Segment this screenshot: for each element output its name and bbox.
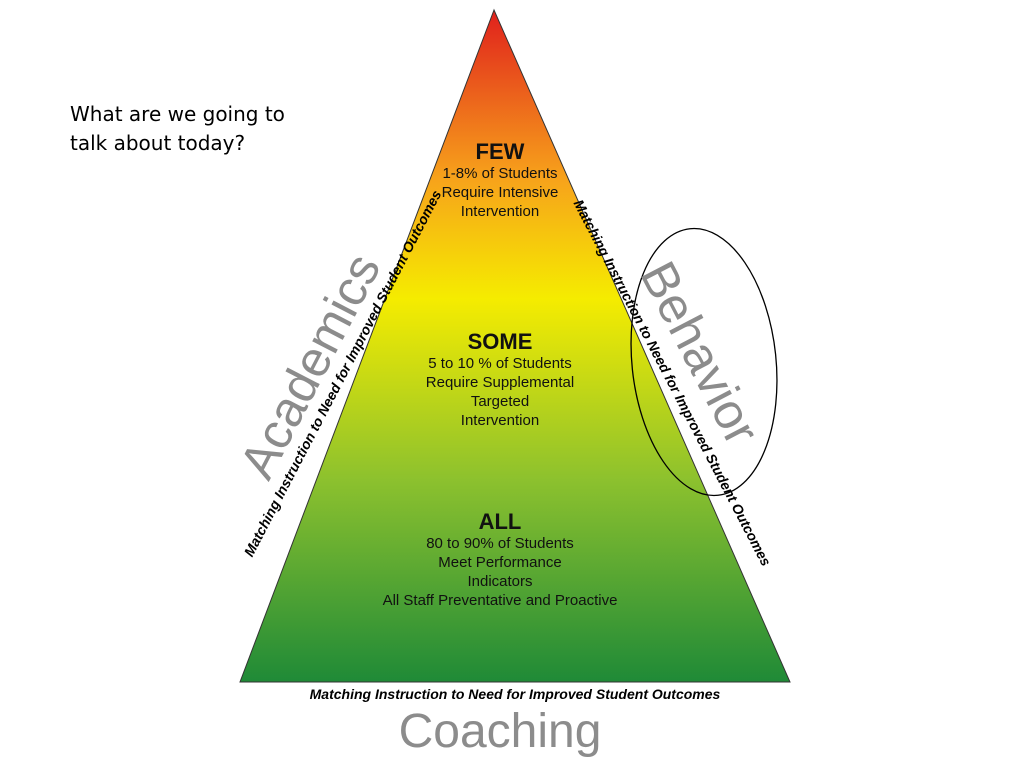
tier-all-line: 80 to 90% of Students <box>426 535 574 552</box>
coaching-label: Coaching <box>398 705 602 758</box>
tier-few: FEW 1-8% of Students Require Intensive I… <box>400 140 600 221</box>
tier-some: SOME 5 to 10 % of Students Require Suppl… <box>370 330 630 430</box>
behavior-circle <box>630 227 778 497</box>
tier-few-line: Require Intensive <box>441 184 559 201</box>
tier-some-line: 5 to 10 % of Students <box>428 355 572 372</box>
tier-all-heading: ALL <box>478 509 522 534</box>
intro-line-2: talk about today? <box>70 131 246 155</box>
tier-all: ALL 80 to 90% of Students Meet Performan… <box>340 510 660 610</box>
tier-some-heading: SOME <box>467 329 533 354</box>
tier-all-line: All Staff Preventative and Proactive <box>382 592 618 609</box>
tier-few-heading: FEW <box>475 139 525 164</box>
tier-some-line: Targeted <box>470 393 530 410</box>
intro-line-1: What are we going to <box>70 102 285 126</box>
tier-few-line: Intervention <box>460 203 540 220</box>
bottom-caption: Matching Instruction to Need for Improve… <box>309 686 721 702</box>
tier-all-line: Meet Performance <box>438 554 562 571</box>
tier-some-line: Intervention <box>460 412 540 429</box>
tier-all-line: Indicators <box>467 573 533 590</box>
pyramid-triangle <box>239 8 791 683</box>
tier-few-line: 1-8% of Students <box>442 165 558 182</box>
intro-question: What are we going to talk about today? <box>70 100 330 158</box>
tier-some-line: Require Supplemental <box>425 374 575 391</box>
